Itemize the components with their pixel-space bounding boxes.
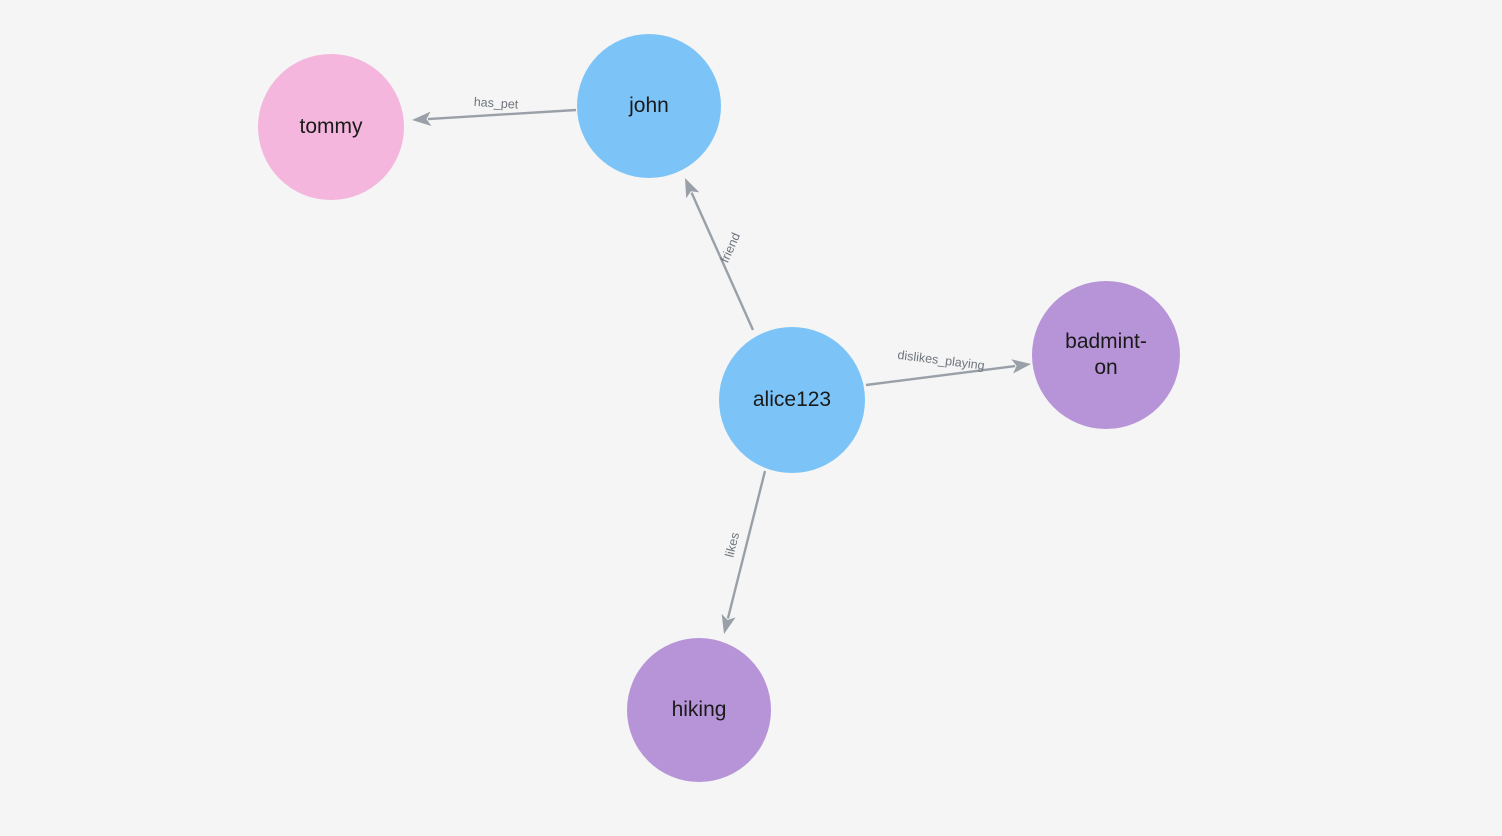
edges-layer [412,108,1031,634]
edge-line [427,108,577,121]
edge-arrowhead-icon [685,178,700,199]
graph-edge[interactable] [721,470,767,634]
node-circle[interactable] [577,34,721,178]
node-circle[interactable] [1032,281,1180,429]
edge-line [690,192,755,331]
edge-arrowhead-icon [1011,359,1031,374]
graph-edge[interactable] [412,108,577,127]
edge-line [865,364,1016,387]
edge-label: has_pet [473,95,519,112]
graph-node-badminton[interactable]: badmint-on [1032,281,1180,429]
graph-node-alice123[interactable]: alice123 [719,327,865,473]
edge-label: dislikes_playing [897,348,986,373]
graph-edge[interactable] [685,178,755,331]
graph-node-tommy[interactable]: tommy [258,54,404,200]
edge-arrowhead-icon [721,613,736,634]
graph-node-john[interactable]: john [577,34,721,178]
node-circle[interactable] [258,54,404,200]
graph-edge[interactable] [865,359,1031,387]
edge-line [726,470,767,619]
nodes-layer: tommy john alice123 badmint-on hiking [258,34,1180,782]
node-circle[interactable] [719,327,865,473]
edge-arrowhead-icon [412,111,432,127]
edge-label: likes [722,531,742,559]
node-circle[interactable] [627,638,771,782]
graph-node-hiking[interactable]: hiking [627,638,771,782]
